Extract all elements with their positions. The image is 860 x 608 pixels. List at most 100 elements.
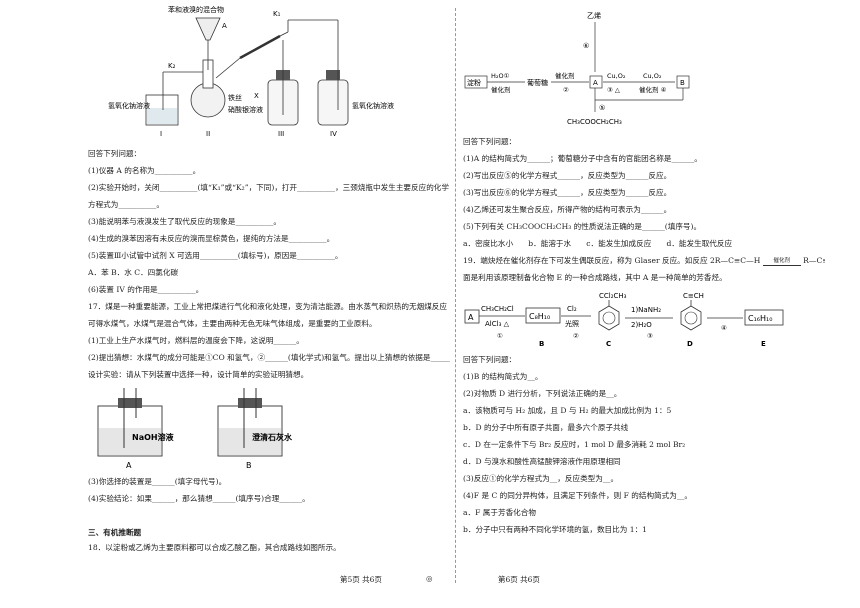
footer-page-left: 第5页 共6页 [340, 575, 382, 584]
ethylene-label: 乙烯 [587, 11, 601, 20]
text-line: b．分子中只有两种不同化学环境的氢，数目比为 1：1 [463, 525, 647, 534]
label-naoh-right: 氢氧化钠溶液 [352, 101, 394, 110]
page-5-column: 苯和液溴的混合物 A K₂ K₁ 铁丝 X 硝酸银溶液 氢氧化钠溶液 氢氧化钠溶… [88, 0, 450, 585]
text-line: 可得水煤气，水煤气是混合气体，主要由两种无色无味气体组成，是重要的工业原料。 [88, 319, 377, 328]
reagent-3b: 2)H₂O [631, 321, 652, 329]
label-iv: IV [330, 130, 337, 138]
bottle-a: NaOH溶液 A [97, 388, 174, 470]
label-naoh-left: 氢氧化钠溶液 [108, 101, 150, 110]
text-line: (1)工业上生产水煤气时，燃料层的温度会下降，这说明______。 [88, 336, 304, 345]
funnel-label: 苯和液溴的混合物 [168, 5, 224, 14]
reagent-2b: 光照 [565, 319, 579, 328]
text-line: (2)对物质 D 进行分析，下列说法正确的是__。 [463, 389, 622, 398]
text-line: a．该物质可与 H₂ 加成，且 D 与 H₂ 的最大加成比例为 1：5 [463, 406, 672, 415]
section-heading: 三、有机推断题 [88, 528, 142, 537]
text-line: 回答下列问题： [463, 137, 517, 146]
bottle-a-liquid: NaOH溶液 [132, 432, 174, 442]
text-line: a．F 属于芳香化合物 [463, 508, 536, 517]
label-x: X [254, 92, 259, 100]
label-iron: 铁丝 [228, 93, 242, 102]
cond1a: H₂O① [491, 72, 510, 80]
question-17: 17．煤是一种重要能源，工业上常把煤进行气化和液化处理，变为清洁能源。由水蒸气和… [88, 302, 447, 311]
label-d: D [687, 340, 693, 348]
label-a: A [222, 22, 227, 30]
bottle-b-liquid: 澄清石灰水 [252, 432, 293, 442]
question-19: 19．端炔烃在催化剂存在下可发生偶联反应，称为 Glaser 反应。如反应 2R… [463, 255, 825, 266]
cond2a: 催化剂 [555, 71, 575, 80]
footer-center-mark: ◎ [426, 574, 433, 583]
step-3: ③ [647, 332, 653, 340]
label-c: C [606, 340, 611, 348]
text-line: (5)装置Ⅲ小试管中试剂 X 可选用__________(填标号)，原因是___… [88, 251, 343, 260]
acetate-synthesis-scheme: 乙烯 ⑥ 淀粉 H₂O① 催化剂 葡萄糖 催化剂 ② A Cu,O₂ ③ △ C… [464, 11, 690, 126]
substituent-c: CCl₂CH₃ [599, 292, 627, 300]
text-line: (5)下列有关 CH₃COOCH₂CH₃ 的性质说法正确的是______(填序号… [463, 222, 702, 231]
text-line: (2)实验开始时，关闭__________(填“K₁”或“K₂”，下同)，打开_… [88, 183, 449, 192]
cond4b: 催化剂 ④ [639, 85, 667, 94]
glaser-synthesis-scheme: A CH₃CH₂Cl AlCl₃ △ ① C₈H₁₀ B Cl₂ 光照 ② CC… [464, 292, 784, 348]
glaser-arrow: 催化剂 [762, 257, 801, 266]
text-line: (2)提出猜想：水煤气的成分可能是①CO 和氢气，②______(填化学式)和氢… [88, 353, 450, 362]
label-ii: II [206, 130, 210, 138]
label-i: I [160, 130, 162, 138]
ethyl-acetate: CH₃COOCH₂CH₃ [567, 118, 622, 126]
step-1: ① [497, 332, 503, 340]
bottle-b: 澄清石灰水 B [217, 388, 293, 470]
text-line: (1)A 的结构简式为______；葡萄糖分子中含有的官能团名称是______。 [463, 154, 702, 163]
text-line: (4)生成的溴苯因溶有未反应的溴而显棕黄色，提纯的方法是__________。 [88, 234, 335, 243]
step-2: ② [573, 332, 579, 340]
reagent-1a: CH₃CH₂Cl [481, 305, 514, 313]
reagent-3a: 1)NaNH₂ [631, 306, 661, 314]
text-line: b．D 的分子中所有原子共面，最多六个原子共线 [463, 423, 629, 432]
cond2b: ② [563, 86, 569, 94]
cond3b: ③ △ [607, 86, 620, 94]
q19-text: 19．端炔烃在催化剂存在下可发生偶联反应，称为 Glaser 反应。如反应 2R… [463, 256, 761, 265]
box-a: A [593, 79, 598, 87]
text-line: (1)B 的结构简式为__。 [463, 372, 543, 381]
text-line: 回答下列问题： [463, 355, 517, 364]
label-k1: K₁ [273, 10, 281, 18]
benzene-ring-d [680, 305, 702, 331]
text-line: 方程式为__________。 [88, 200, 164, 209]
compound-e: C₁₆H₁₀ [748, 314, 772, 323]
text-line: 回答下列问题： [88, 149, 142, 158]
text-line: a．密度比水小 b．能溶于水 c．能发生加成反应 d．能发生取代反应 [463, 239, 733, 248]
label-e: E [761, 340, 766, 348]
label-iii: III [278, 130, 284, 138]
text-line: 面是利用该原理制备化合物 E 的一种合成路线，其中 A 是一种简单的芳香烃。 [463, 273, 727, 282]
text-line: (1)仪器 A 的名称为__________。 [88, 166, 201, 175]
text-line: d．D 与溴水和酸性高锰酸钾溶液作用原理相同 [463, 457, 621, 466]
text-line: (3)写出反应⑥的化学方程式______，反应类型为______反应。 [463, 188, 672, 197]
text-line: (3)反应①的化学方程式为__，反应类型为__。 [463, 474, 619, 483]
benzene-ring-c [598, 305, 620, 331]
compound-b: C₈H₁₀ [529, 312, 550, 321]
substituent-d: C≡CH [683, 292, 704, 300]
label-b: B [539, 340, 544, 348]
text-line: (2)写出反应⑤的化学方程式______，反应类型为______反应。 [463, 171, 672, 180]
gas-bottles-diagram: NaOH溶液 A 澄清石灰水 B [97, 388, 293, 470]
label-k2: K₂ [168, 62, 176, 70]
starch-box: 淀粉 [467, 78, 481, 87]
text-line: (3)你选择的装置是______(填字母代号)。 [88, 477, 227, 486]
column-divider [455, 8, 456, 583]
bottle-a-label: A [126, 461, 132, 470]
reagent-1b: AlCl₃ △ [485, 320, 510, 328]
reagent-2a: Cl₂ [567, 305, 577, 313]
bromobenzene-apparatus-figure: 苯和液溴的混合物 A K₂ K₁ 铁丝 X 硝酸银溶液 氢氧化钠溶液 氢氧化钠溶… [88, 0, 450, 142]
compound-a: A [468, 313, 474, 322]
text-line: (6)装置 IV 的作用是__________。 [88, 285, 204, 294]
cond3a: Cu,O₂ [607, 72, 626, 80]
text-line: (4)乙烯还可发生聚合反应，所得产物的结构可表示为______。 [463, 205, 672, 214]
text-line: (4)F 是 C 的同分异构体，且满足下列条件，则 F 的结构简式为__。 [463, 491, 693, 500]
step-4: ④ [721, 324, 727, 332]
label-agno3: 硝酸银溶液 [228, 105, 263, 114]
glaser-product: R—C≡C—C≡C—R+H₂。下 [803, 256, 825, 265]
step-5-label: ⑤ [599, 104, 605, 112]
apparatus-diagram: 苯和液溴的混合物 A K₂ K₁ 铁丝 X 硝酸银溶液 氢氧化钠溶液 氢氧化钠溶… [108, 5, 394, 138]
box-b: B [680, 79, 685, 87]
bottle-b-label: B [246, 461, 252, 470]
text-line: c．D 在一定条件下与 Br₂ 反应时，1 mol D 最多消耗 2 mol B… [463, 440, 686, 449]
text-line: 设计实验：请从下列装置中选择一种，设计简单的实验证明猜想。 [88, 370, 309, 379]
cond1b: 催化剂 [491, 85, 511, 94]
page-6-column: 乙烯 ⑥ 淀粉 H₂O① 催化剂 葡萄糖 催化剂 ② A Cu,O₂ ③ △ C… [463, 0, 825, 585]
